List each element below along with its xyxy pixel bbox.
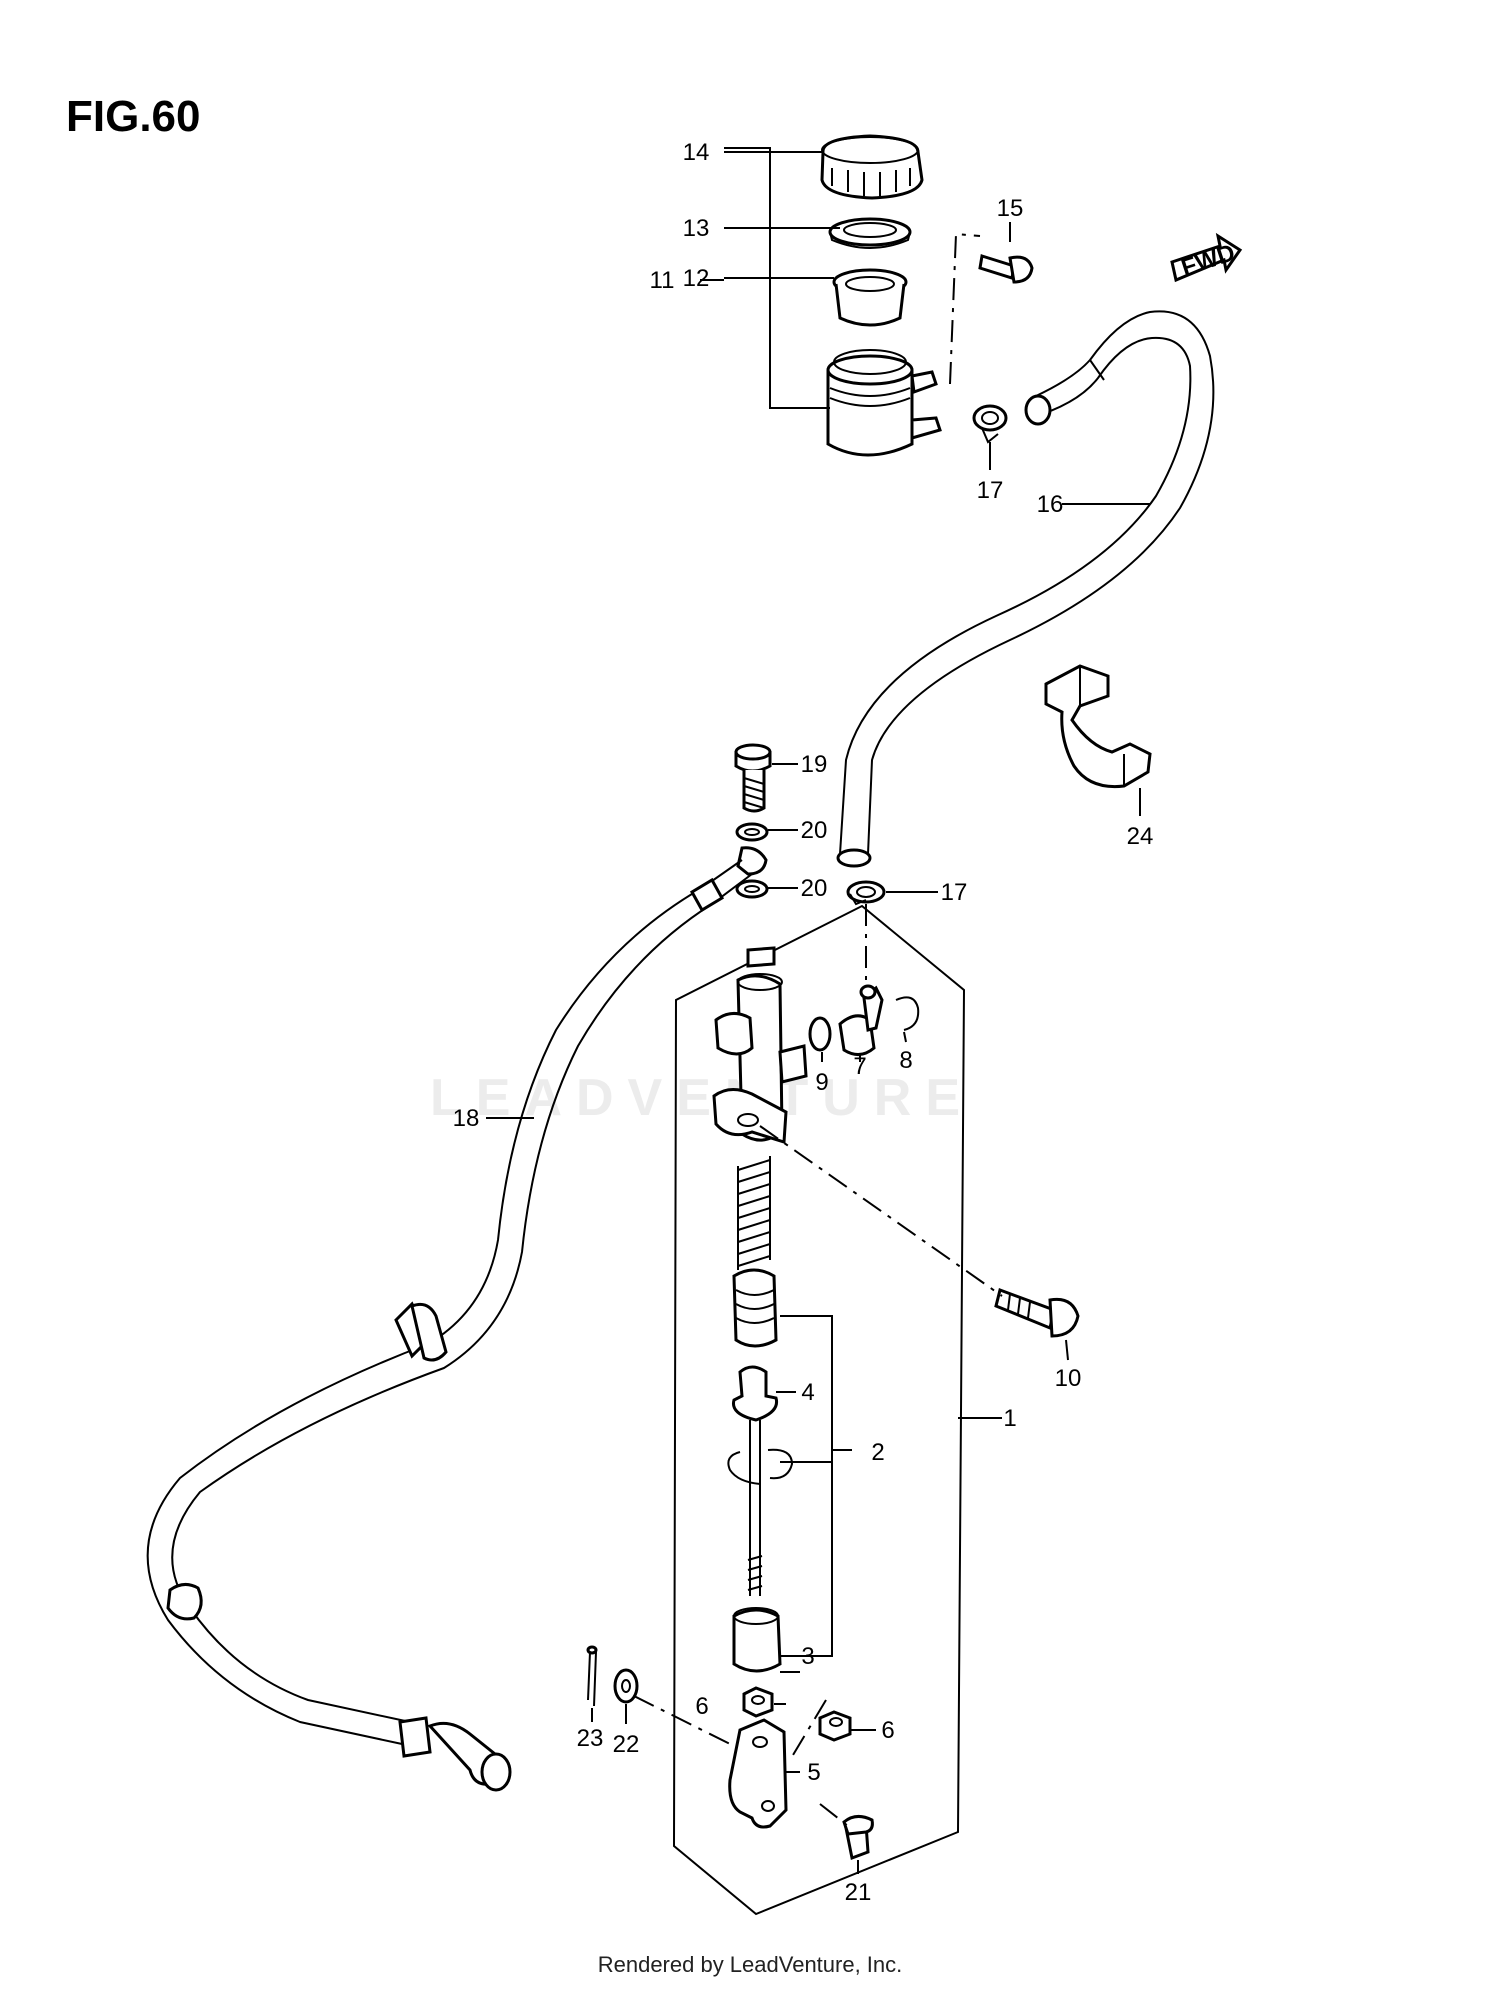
callout-20-lower[interactable]: 20 [801,875,828,902]
callout-20-upper[interactable]: 20 [801,817,828,844]
lock-nut-part-6-right[interactable] [818,1710,852,1742]
callout-23[interactable]: 23 [577,1725,604,1752]
mounting-bolt-part-10[interactable] [994,1288,1080,1338]
o-ring-part-9[interactable] [808,1016,832,1052]
piston-assembly-part-2[interactable] [732,1268,778,1348]
callout-5[interactable]: 5 [807,1759,820,1786]
union-bolt-part-19[interactable] [734,743,772,813]
callout-6-left[interactable]: 6 [695,1693,708,1720]
push-rod-part-4[interactable] [731,1365,779,1596]
diaphragm-plate-part-13[interactable] [828,217,912,249]
callout-15[interactable]: 15 [997,195,1024,222]
master-cylinder-body[interactable] [712,946,808,1144]
reservoir-cap-part-14[interactable] [820,134,924,200]
circlip-part-2[interactable] [727,1448,794,1485]
callout-1[interactable]: 1 [1003,1405,1016,1432]
callout-19[interactable]: 19 [801,751,828,778]
connector-part-7[interactable] [838,984,884,1056]
callout-9[interactable]: 9 [815,1069,828,1096]
callout-14[interactable]: 14 [683,139,710,166]
fwd-direction-arrow-icon: FWD [1170,232,1243,283]
callout-17-lower[interactable]: 17 [941,879,968,906]
circlip-part-8[interactable] [895,996,920,1031]
reservoir-hose-part-16[interactable] [836,310,1215,868]
callout-2[interactable]: 2 [871,1439,884,1466]
cotter-pin-part-23[interactable] [586,1645,598,1707]
reservoir-tank-part-11[interactable] [826,349,942,457]
figure-title: FIG.60 [66,92,201,141]
callout-22[interactable]: 22 [613,1731,640,1758]
lock-nut-part-6-left[interactable] [742,1686,774,1718]
callout-11[interactable]: 11 [650,267,675,294]
return-spring[interactable] [737,1156,771,1270]
footer-credit: Rendered by LeadVenture, Inc. [597,1952,903,1977]
gasket-washer-part-20-lower[interactable] [735,879,769,899]
callout-7[interactable]: 7 [853,1053,866,1080]
callout-4[interactable]: 4 [801,1379,814,1406]
hose-bracket-part-24[interactable] [1044,664,1152,789]
master-cylinder-outline-part-1 [672,904,966,1916]
callout-13[interactable]: 13 [683,215,710,242]
diaphragm-part-12[interactable] [832,268,908,327]
boot-part-3[interactable] [732,1607,782,1673]
callout-10[interactable]: 10 [1055,1365,1082,1392]
hose-clamp-part-17-upper[interactable] [972,404,1008,444]
leader-lines [486,147,1150,1874]
callout-8[interactable]: 8 [899,1047,912,1074]
callout-labels: 14 13 11 12 15 17 16 24 19 20 20 17 9 7 … [453,139,1154,1906]
callout-16[interactable]: 16 [1037,491,1064,518]
callout-18[interactable]: 18 [453,1105,480,1132]
callout-17-upper[interactable]: 17 [977,477,1004,504]
callout-24[interactable]: 24 [1127,823,1154,850]
hose-clamp-part-17-lower[interactable] [846,880,886,906]
brake-hose-part-18[interactable] [146,846,768,1792]
callout-3[interactable]: 3 [801,1643,814,1670]
fwd-label: FWD [1178,239,1238,282]
clevis-pin-part-21[interactable] [842,1815,874,1861]
gasket-washer-part-20-upper[interactable] [735,822,769,842]
clevis-part-5[interactable] [728,1718,788,1829]
callout-6-right[interactable]: 6 [881,1717,894,1744]
washer-part-22[interactable] [613,1668,639,1704]
callout-12[interactable]: 12 [683,265,710,292]
callout-21[interactable]: 21 [845,1879,872,1906]
reservoir-bolt-part-15[interactable] [978,254,1034,284]
